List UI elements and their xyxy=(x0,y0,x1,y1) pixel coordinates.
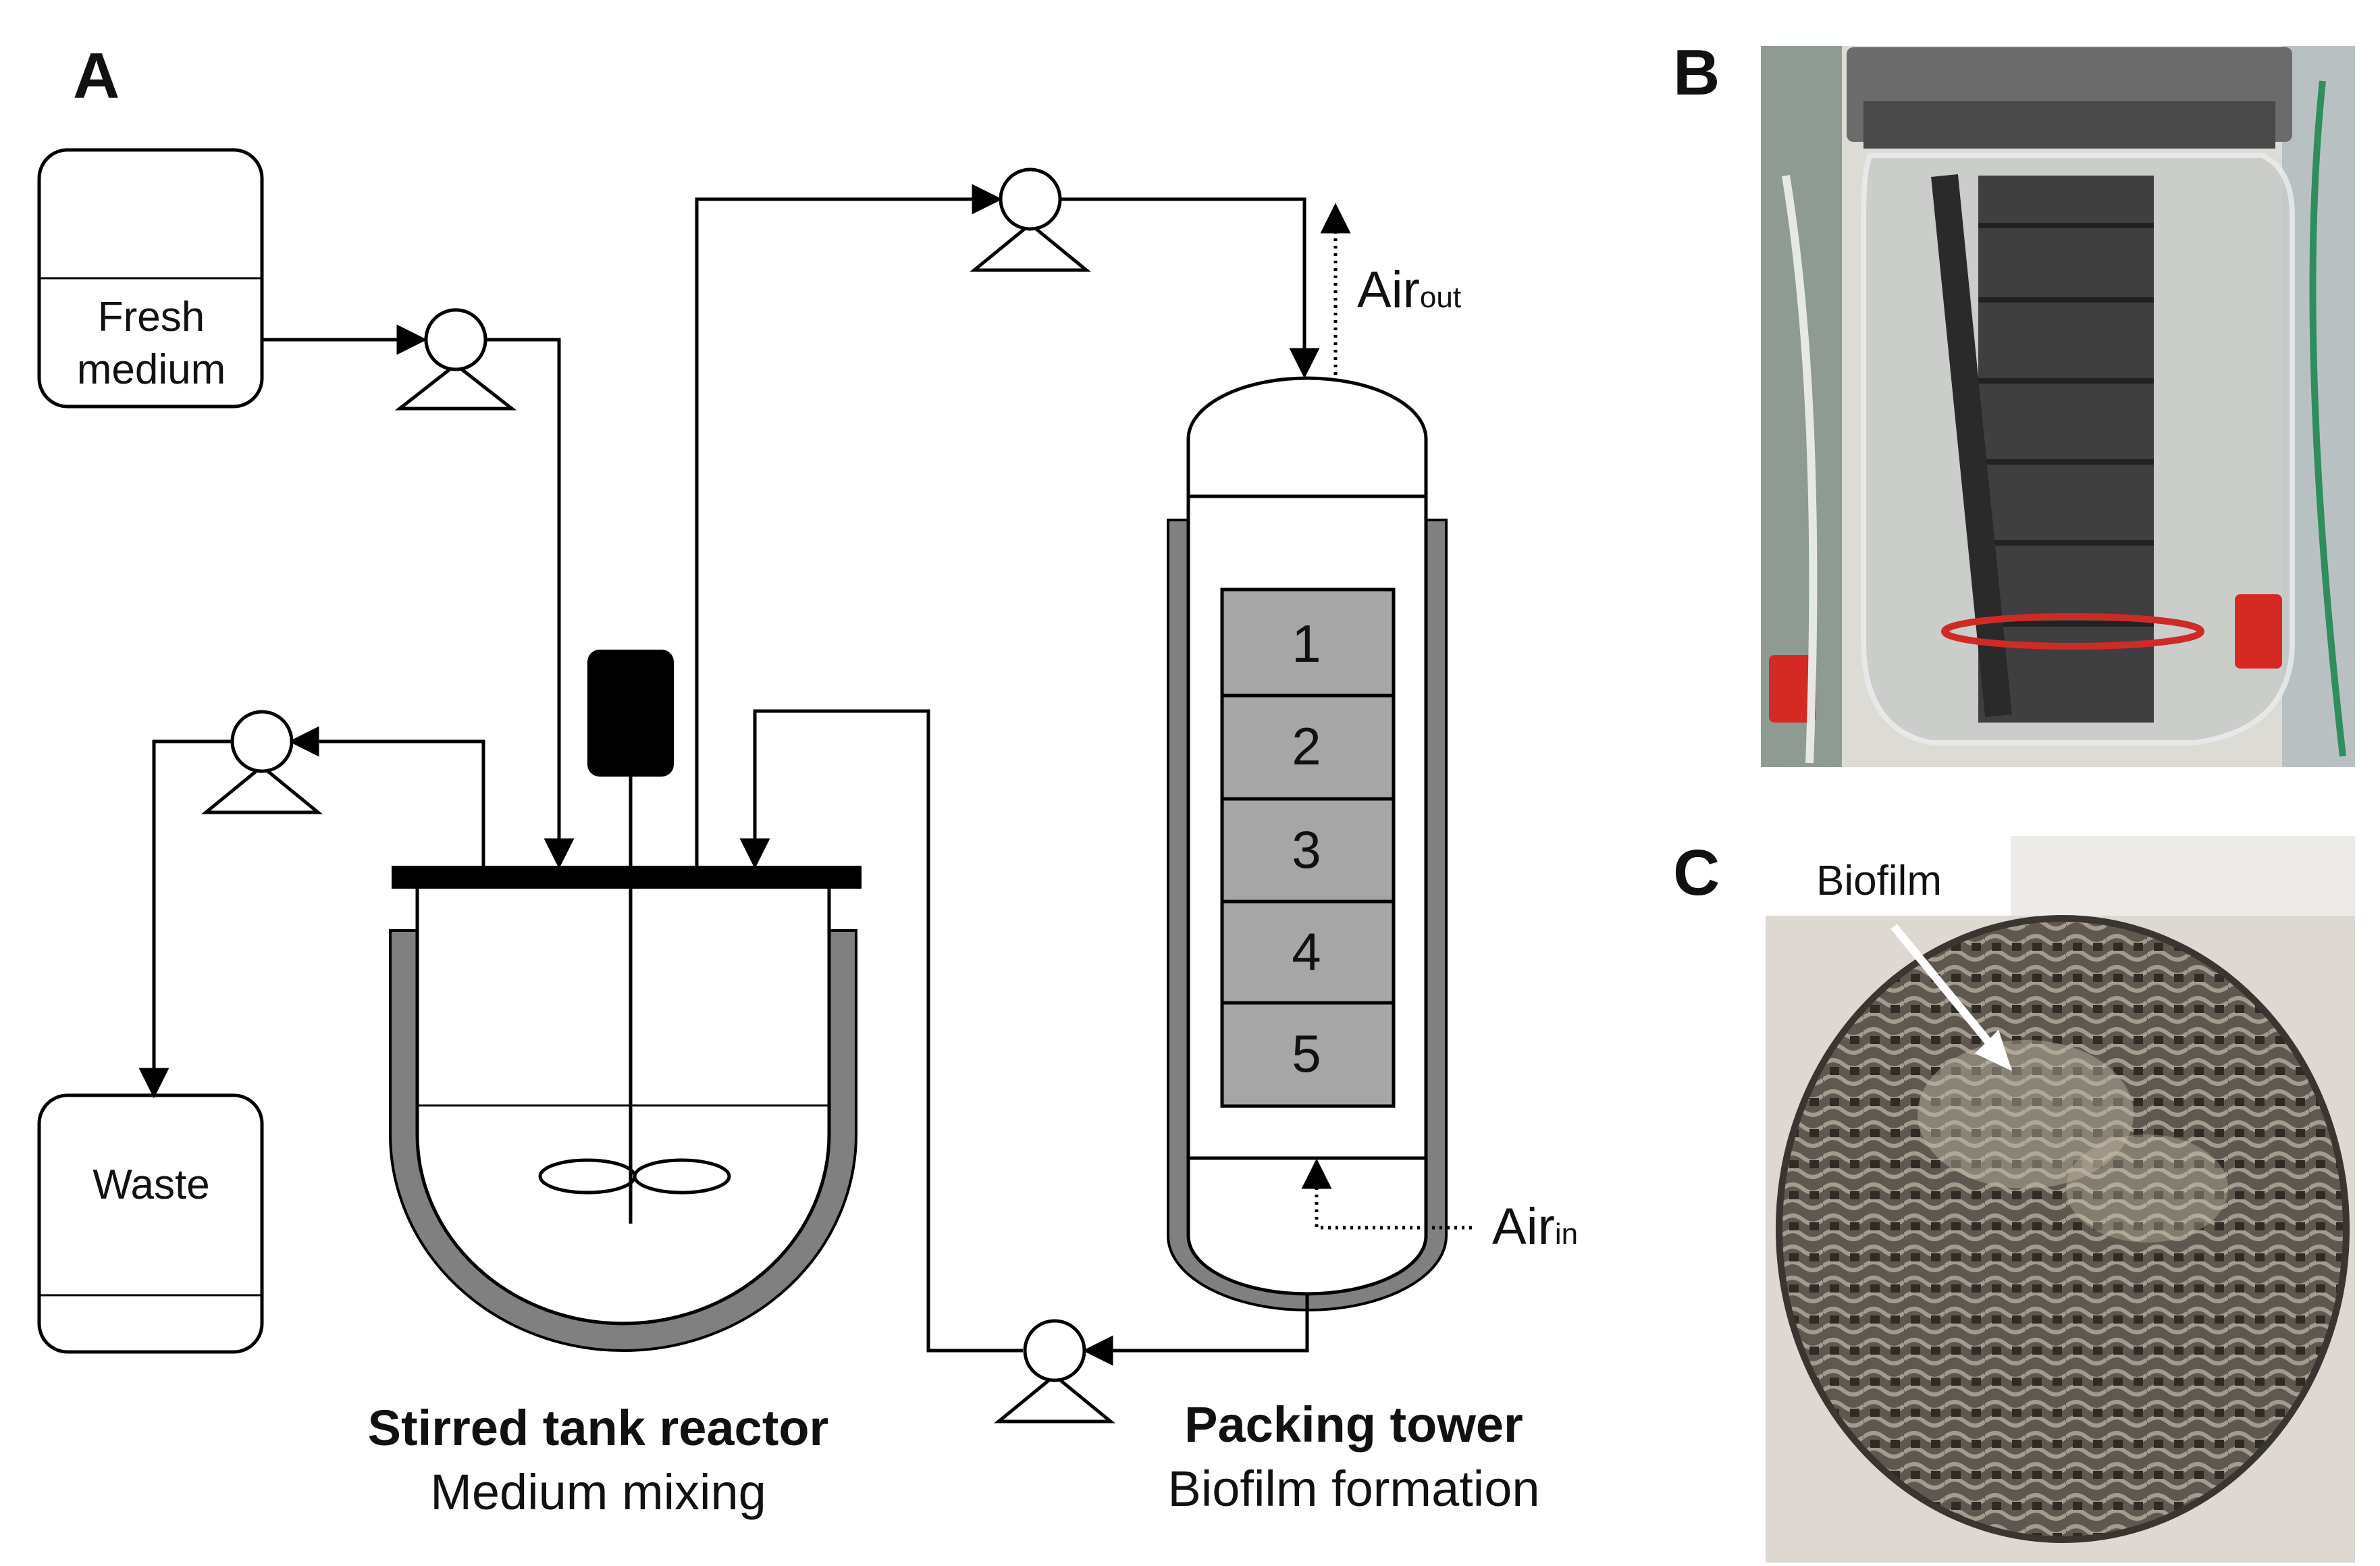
circulation-line-up xyxy=(695,184,1003,866)
photo-packing-biofilm xyxy=(1766,836,2355,1563)
air-in-label: Airin xyxy=(1492,1198,1578,1255)
biofilm-arrow-head xyxy=(1975,1030,2012,1071)
panel-letter-b: B xyxy=(1673,36,1720,109)
stirrer-motor xyxy=(587,650,674,777)
biofilm-arrow xyxy=(1890,924,1999,1053)
feed-pump xyxy=(394,308,517,411)
impeller-blade-right xyxy=(633,1158,731,1195)
packing-section-2: 2 xyxy=(1292,716,1321,776)
waste-bottle xyxy=(37,1093,264,1354)
fresh-medium-label-line2: medium xyxy=(77,346,226,393)
air-out-label: Airout xyxy=(1357,261,1461,319)
packing-stack xyxy=(1220,588,1396,1108)
panel-letter-a: A xyxy=(73,40,120,112)
packing-section-5: 5 xyxy=(1292,1024,1321,1083)
circulation-line-to-tower xyxy=(1061,197,1320,379)
packing-tower-title: Packing tower xyxy=(1184,1397,1523,1453)
panel-letter-c: C xyxy=(1673,837,1720,909)
circulation-pump xyxy=(970,167,1091,272)
packing-tower-subtitle: Biofilm formation xyxy=(1167,1461,1539,1517)
reactor-jacket xyxy=(389,929,857,1352)
photo-reactor xyxy=(1761,46,2355,767)
return-pump xyxy=(994,1319,1115,1424)
packing-tower xyxy=(1167,376,1448,1311)
biofilm-label: Biofilm xyxy=(1816,858,1942,904)
waste-line-out xyxy=(138,739,233,1099)
impeller-blade-left xyxy=(538,1158,637,1195)
waste-pump xyxy=(201,710,323,814)
waste-label: Waste xyxy=(92,1162,209,1208)
packing-section-1: 1 xyxy=(1292,614,1321,673)
waste-line-in xyxy=(288,726,485,866)
return-line-out xyxy=(739,709,1023,1353)
packing-section-3: 3 xyxy=(1292,820,1321,879)
fresh-medium-label-line1: Fresh xyxy=(98,294,205,340)
reactor-vessel xyxy=(415,888,831,1326)
packing-section-4: 4 xyxy=(1292,922,1321,981)
stirred-tank-reactor xyxy=(389,650,862,1352)
reactor-lid xyxy=(392,866,862,889)
return-line-in xyxy=(1082,1294,1309,1366)
fresh-medium-bottle xyxy=(37,148,264,409)
feed-line-out xyxy=(486,338,575,869)
stirred-tank-reactor-subtitle: Medium mixing xyxy=(430,1464,766,1520)
air-in-line xyxy=(1301,1158,1472,1230)
stirred-tank-reactor-title: Stirred tank reactor xyxy=(368,1400,829,1456)
tower-column xyxy=(1186,376,1428,1296)
